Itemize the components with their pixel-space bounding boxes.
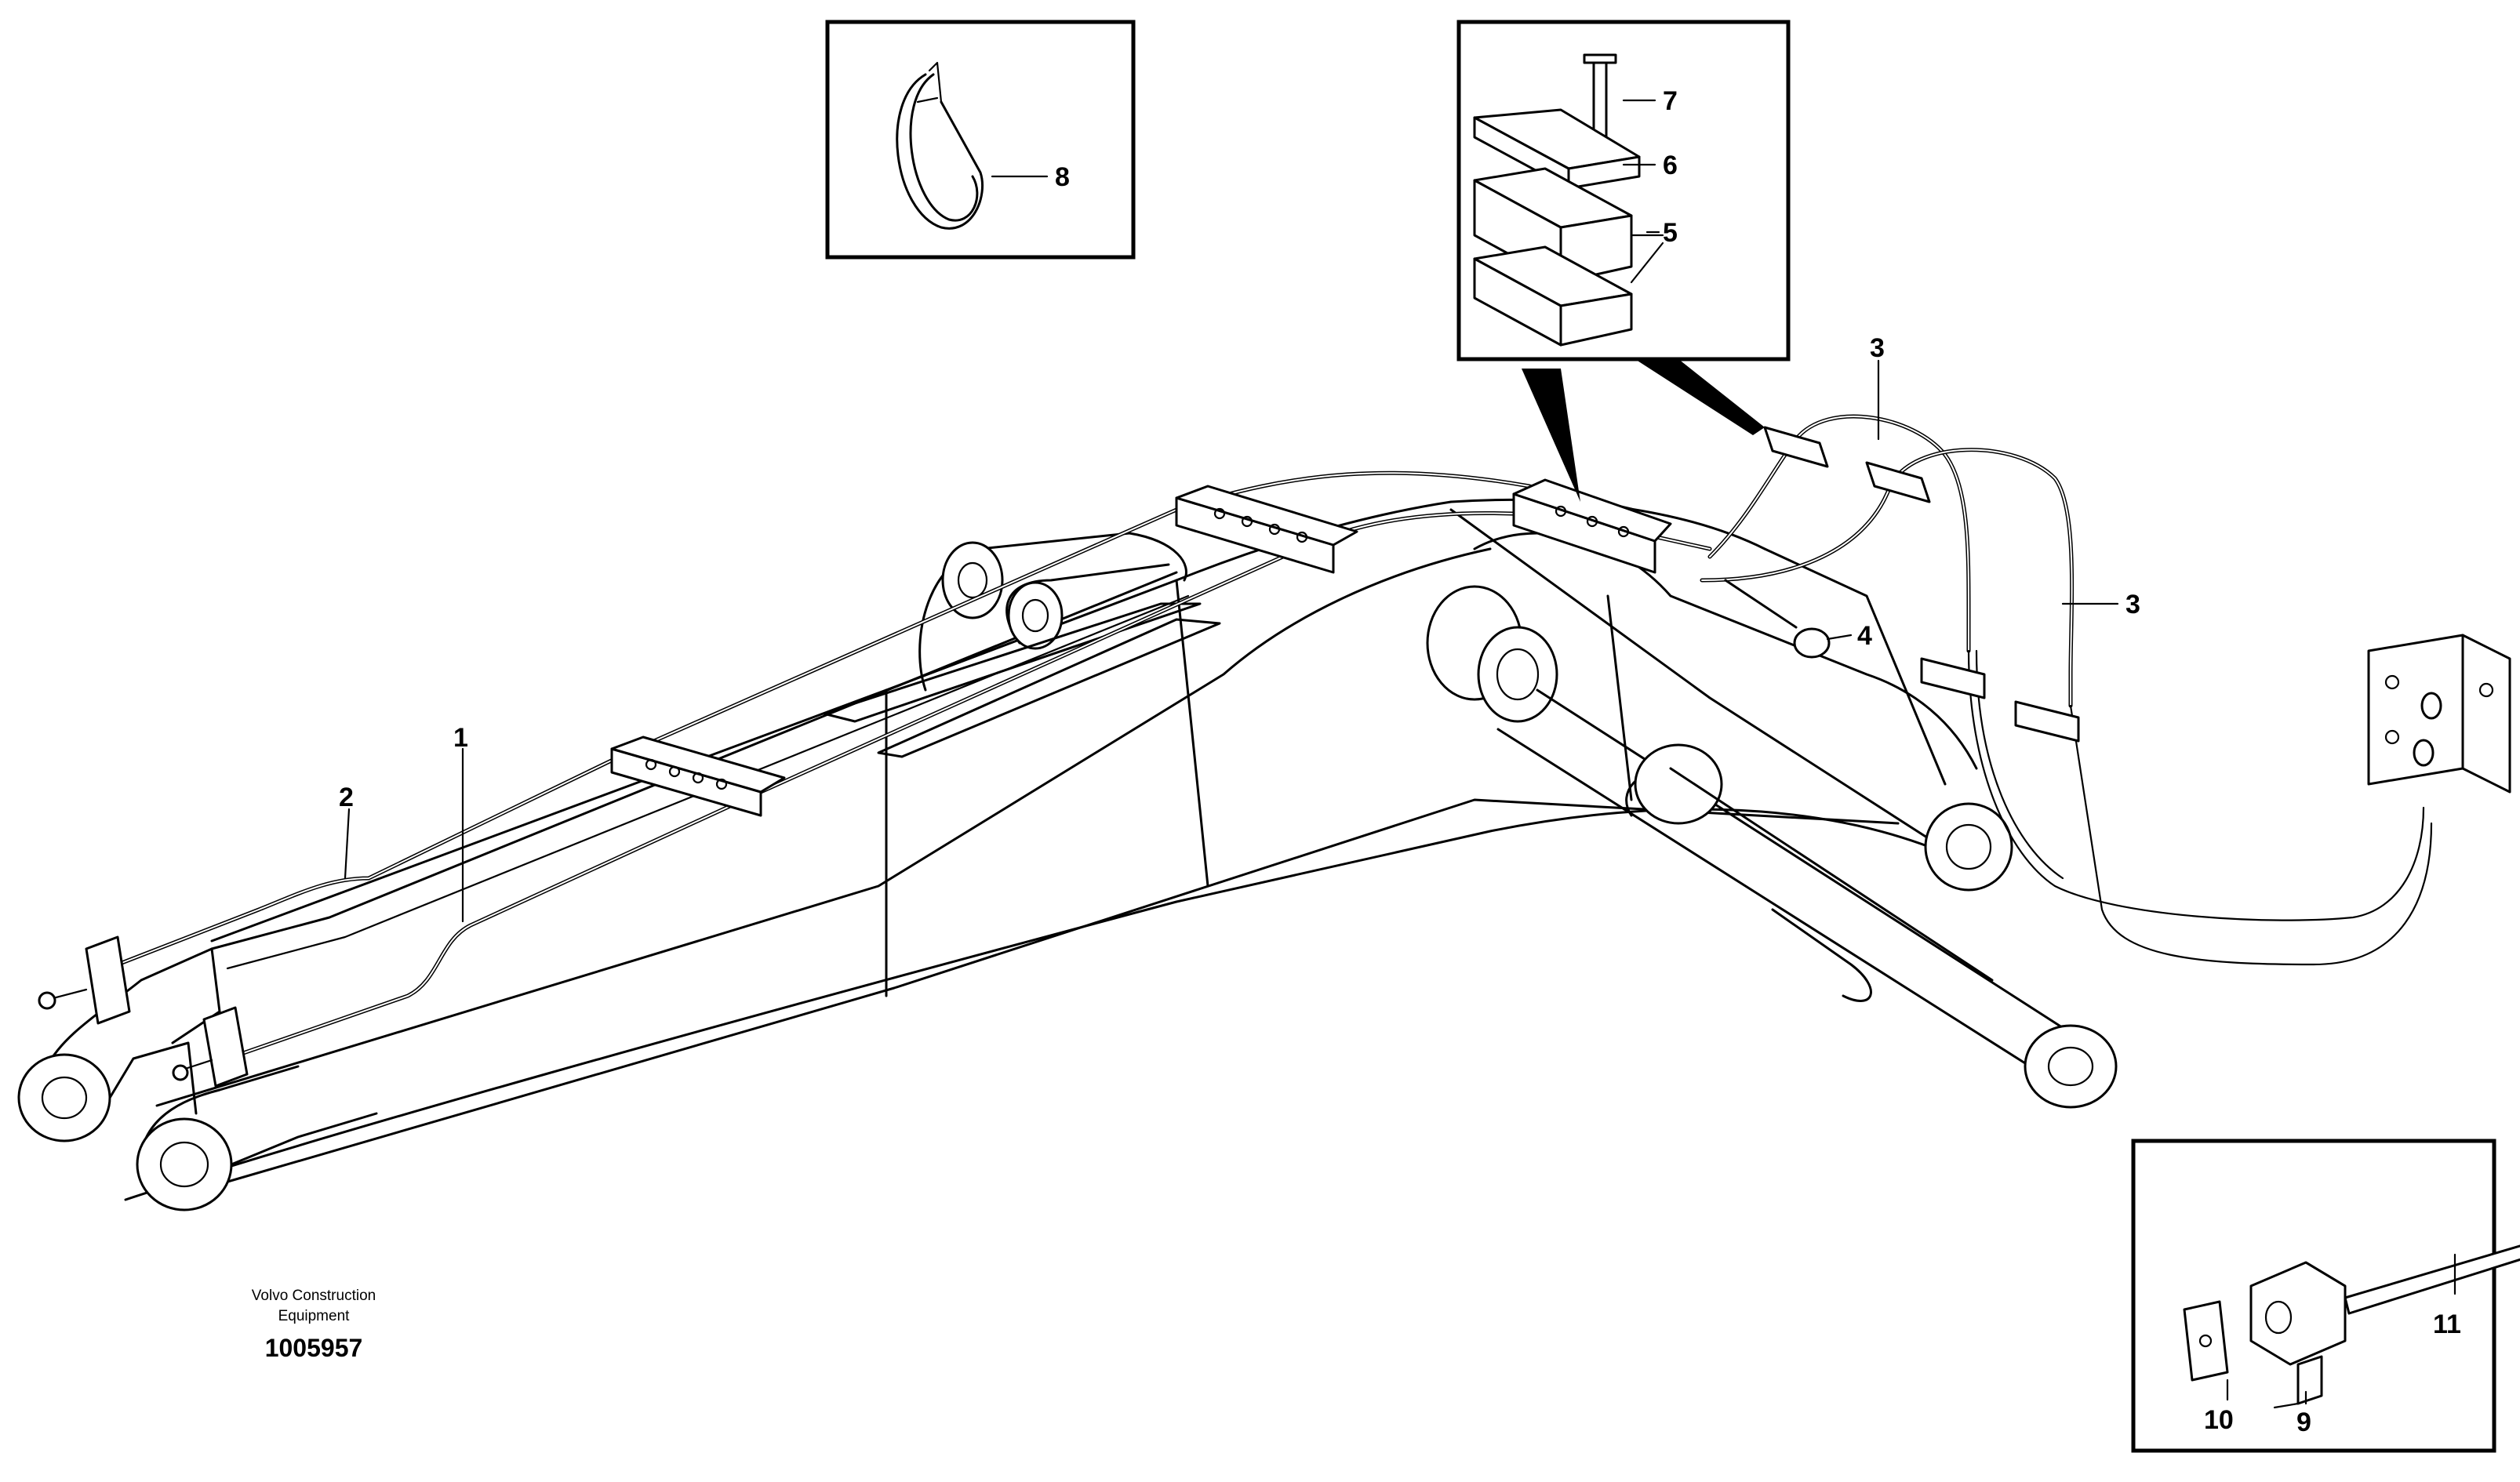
document-number: 1005957 <box>265 1334 363 1362</box>
callout-8: 8 <box>1055 162 1070 192</box>
callout-10: 10 <box>2204 1405 2234 1435</box>
detail-box-connector <box>2131 1139 2520 1453</box>
callout-4: 4 <box>1857 621 1872 651</box>
hose-lines <box>115 414 2433 1061</box>
figure-caption: Volvo Construction Equipment 1005957 <box>252 1288 376 1362</box>
callout-1: 1 <box>453 723 468 753</box>
detail-pointers <box>1522 353 1765 502</box>
callout-9: 9 <box>2296 1408 2311 1437</box>
callout-3a: 3 <box>1870 333 1885 363</box>
detail-box-cable-tie <box>825 20 1136 260</box>
callout-5: 5 <box>1663 218 1678 248</box>
leader-lines <box>344 175 2456 1405</box>
callout-7: 7 <box>1663 86 1678 116</box>
caption-line-2: Equipment <box>278 1308 351 1324</box>
hose-clamps <box>38 426 2511 1088</box>
callout-3b: 3 <box>2125 590 2140 619</box>
callout-labels: 1 2 3 3 4 5 6 7 8 9 10 11 <box>339 86 2461 1437</box>
boom-body <box>17 499 2118 1211</box>
caption-line-1: Volvo Construction <box>252 1288 376 1304</box>
detail-box-clamp-assembly <box>1456 20 1791 361</box>
callout-6: 6 <box>1663 151 1678 180</box>
callout-11: 11 <box>2433 1309 2461 1339</box>
callout-2: 2 <box>339 783 354 812</box>
